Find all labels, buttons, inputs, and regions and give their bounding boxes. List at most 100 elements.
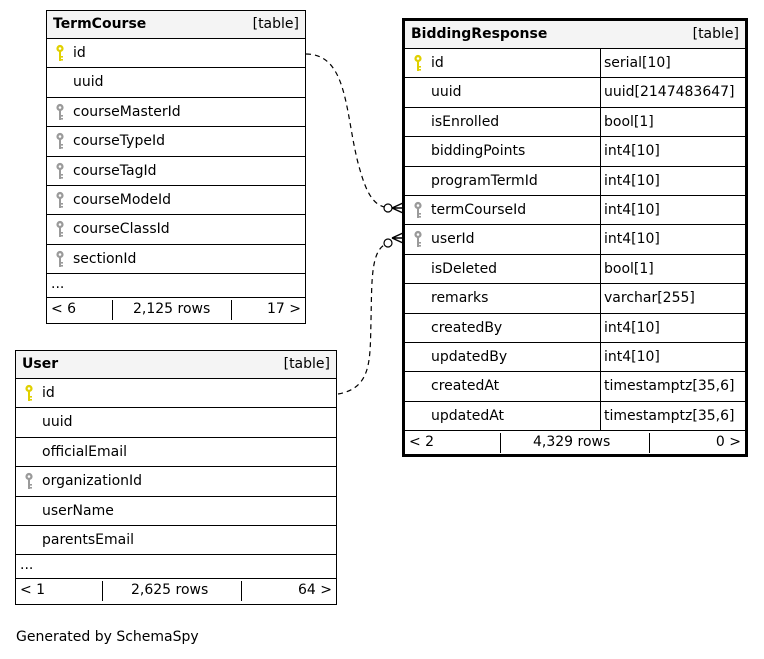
column-row[interactable]: remarks varchar[255]: [405, 284, 745, 314]
column-row[interactable]: courseTagId: [47, 157, 305, 186]
children-count[interactable]: 0 >: [715, 434, 741, 451]
column-name: updatedAt: [431, 407, 505, 424]
column-type: timestamptz[35,6]: [604, 378, 735, 395]
column-name: courseModeId: [73, 191, 171, 208]
column-name: createdBy: [431, 319, 503, 336]
children-count[interactable]: 17 >: [267, 301, 301, 318]
column-type: int4[10]: [604, 348, 660, 365]
parents-count[interactable]: < 2: [409, 434, 435, 451]
column-row[interactable]: createdBy int4[10]: [405, 313, 745, 343]
children-count[interactable]: 64 >: [298, 582, 332, 599]
primary-key-icon: [413, 54, 423, 72]
table-kind: [table]: [252, 16, 299, 32]
column-row[interactable]: courseClassId: [47, 215, 305, 245]
foreign-key-icon: [413, 201, 423, 219]
column-type: varchar[255]: [604, 290, 695, 307]
foreign-key-icon: [413, 230, 423, 248]
edge-user-bidding-crowfoot: [391, 232, 404, 244]
table-user[interactable]: User [table] id uuid officialEmail organiza…: [15, 350, 337, 605]
column-name: officialEmail: [42, 443, 127, 460]
column-name: organizationId: [42, 473, 143, 490]
more-columns: ...: [16, 555, 336, 580]
column-row[interactable]: organizationId: [16, 467, 336, 497]
table-footer: < 1 2,625 rows 64 >: [16, 579, 336, 603]
more-columns: ...: [47, 274, 305, 299]
column-name: id: [431, 55, 444, 71]
column-name: parentsEmail: [42, 531, 135, 548]
column-row[interactable]: parentsEmail: [16, 526, 336, 556]
column-row[interactable]: officialEmail: [16, 438, 336, 468]
foreign-key-icon: [55, 191, 65, 209]
table-header: BiddingResponse [table]: [405, 21, 745, 49]
column-name: courseTagId: [73, 162, 157, 179]
parents-count[interactable]: < 1: [20, 582, 46, 599]
table-footer: < 2 4,329 rows 0 >: [405, 431, 745, 455]
column-type: int4[10]: [604, 319, 660, 336]
column-name: remarks: [431, 290, 489, 307]
column-name: id: [42, 385, 55, 401]
column-type: int4[10]: [604, 143, 660, 160]
edge-termcourse-bidding: [305, 53, 393, 209]
column-name: biddingPoints: [431, 143, 526, 160]
column-row[interactable]: courseTypeId: [47, 127, 305, 157]
edge-user-bidding-optional-marker: [383, 238, 393, 248]
column-type: serial[10]: [604, 55, 671, 71]
column-row[interactable]: id: [16, 379, 336, 409]
table-name: TermCourse: [53, 16, 147, 32]
column-name: sectionId: [73, 250, 137, 267]
primary-key-icon: [55, 44, 65, 62]
column-name: isDeleted: [431, 260, 498, 277]
column-name: id: [73, 45, 86, 61]
foreign-key-icon: [24, 472, 34, 490]
column-row[interactable]: uuid: [47, 68, 305, 98]
column-row[interactable]: userName: [16, 497, 336, 526]
column-row[interactable]: programTermId int4[10]: [405, 166, 745, 196]
column-name: userName: [42, 502, 114, 519]
table-termcourse[interactable]: TermCourse [table] id uuid courseMasterId c…: [46, 10, 306, 324]
column-row[interactable]: biddingPoints int4[10]: [405, 137, 745, 167]
column-row[interactable]: sectionId: [47, 245, 305, 275]
row-count: 2,625 rows: [131, 582, 209, 599]
column-name: updatedBy: [431, 348, 508, 365]
parents-count[interactable]: < 6: [51, 301, 77, 318]
column-name: courseMasterId: [73, 103, 181, 120]
table-biddingresponse[interactable]: BiddingResponse [table] id serial[10] uuid…: [402, 18, 748, 457]
table-kind: [table]: [283, 356, 330, 372]
column-row[interactable]: id serial[10]: [405, 49, 745, 79]
column-row[interactable]: courseModeId: [47, 186, 305, 216]
table-footer: < 6 2,125 rows 17 >: [47, 298, 305, 322]
column-name: uuid: [42, 414, 73, 431]
column-name: courseTypeId: [73, 133, 165, 150]
column-row[interactable]: updatedBy int4[10]: [405, 342, 745, 373]
primary-key-icon: [24, 384, 34, 402]
column-row[interactable]: courseMasterId: [47, 98, 305, 128]
column-type: bool[1]: [604, 260, 654, 277]
foreign-key-icon: [55, 132, 65, 150]
column-name: uuid: [431, 84, 462, 101]
column-row[interactable]: isDeleted bool[1]: [405, 254, 745, 285]
column-name: uuid: [73, 74, 104, 91]
table-kind: [table]: [692, 26, 739, 42]
edge-termcourse-bidding-crowfoot: [391, 202, 404, 214]
foreign-key-icon: [55, 250, 65, 268]
row-count: 2,125 rows: [133, 301, 211, 318]
edge-termcourse-bidding-optional-marker: [383, 203, 393, 213]
edge-user-bidding: [337, 242, 393, 395]
column-name: programTermId: [431, 172, 538, 189]
column-row[interactable]: id: [47, 39, 305, 69]
table-header: User [table]: [16, 351, 336, 379]
column-name: isEnrolled: [431, 113, 500, 130]
generated-by-label: Generated by SchemaSpy: [16, 629, 199, 645]
column-type: int4[10]: [604, 201, 660, 218]
column-row[interactable]: uuid: [16, 408, 336, 438]
column-type: int4[10]: [604, 172, 660, 189]
column-type: int4[10]: [604, 231, 660, 248]
foreign-key-icon: [55, 162, 65, 180]
